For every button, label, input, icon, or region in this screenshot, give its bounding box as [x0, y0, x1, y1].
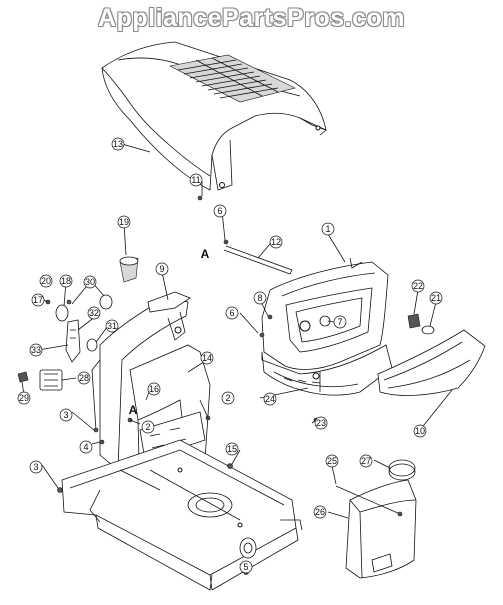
callout-2: 2 [225, 393, 230, 403]
callout-30: 30 [85, 277, 95, 287]
site-watermark: AppliancePartsPros.com [98, 4, 405, 32]
callout-31: 31 [107, 321, 117, 331]
fuel-tank-part [335, 459, 417, 579]
headlight-lens-part [377, 329, 486, 396]
callout-20: 20 [41, 276, 51, 286]
callout-7: 7 [337, 317, 342, 327]
callout-14: 14 [202, 353, 212, 363]
callout-27: 27 [361, 456, 371, 466]
chassis-part [61, 439, 303, 591]
callout-11: 11 [191, 175, 200, 185]
callout-3: 3 [33, 462, 38, 472]
callout-23: 23 [316, 418, 326, 428]
callout-labels: 1 2 2 3 3 4 5 6 6 7 8 9 10 11 12 13 14 1… [19, 139, 441, 572]
callout-8: 8 [257, 293, 262, 303]
callout-25: 25 [327, 456, 337, 466]
callout-15: 15 [227, 444, 237, 454]
callout-22: 22 [413, 281, 423, 291]
callout-6: 6 [229, 308, 234, 318]
callout-bubbles [17, 137, 443, 574]
reference-letter-a: A [129, 403, 138, 417]
callout-3: 3 [63, 410, 68, 420]
callout-1: 1 [325, 224, 330, 234]
grille-housing-part [261, 257, 393, 396]
callout-33: 33 [31, 345, 41, 355]
callout-28: 28 [79, 373, 89, 383]
hood-part [101, 41, 327, 191]
callout-19: 19 [119, 217, 129, 227]
callout-29: 29 [19, 393, 29, 403]
callout-6: 6 [217, 206, 222, 216]
callout-26: 26 [315, 507, 325, 517]
reference-letter-a: A [201, 247, 210, 261]
callout-2: 2 [145, 422, 150, 432]
callout-5: 5 [243, 562, 248, 572]
callout-4: 4 [83, 442, 88, 452]
callout-24: 24 [265, 394, 275, 404]
callout-17: 17 [33, 295, 43, 305]
callout-13: 13 [113, 139, 123, 149]
callout-9: 9 [159, 264, 164, 274]
callout-18: 18 [61, 276, 71, 286]
callout-16: 16 [149, 384, 159, 394]
callout-21: 21 [431, 293, 441, 303]
callout-32: 32 [89, 308, 99, 318]
callout-10: 10 [415, 426, 425, 436]
callout-12: 12 [271, 237, 281, 247]
